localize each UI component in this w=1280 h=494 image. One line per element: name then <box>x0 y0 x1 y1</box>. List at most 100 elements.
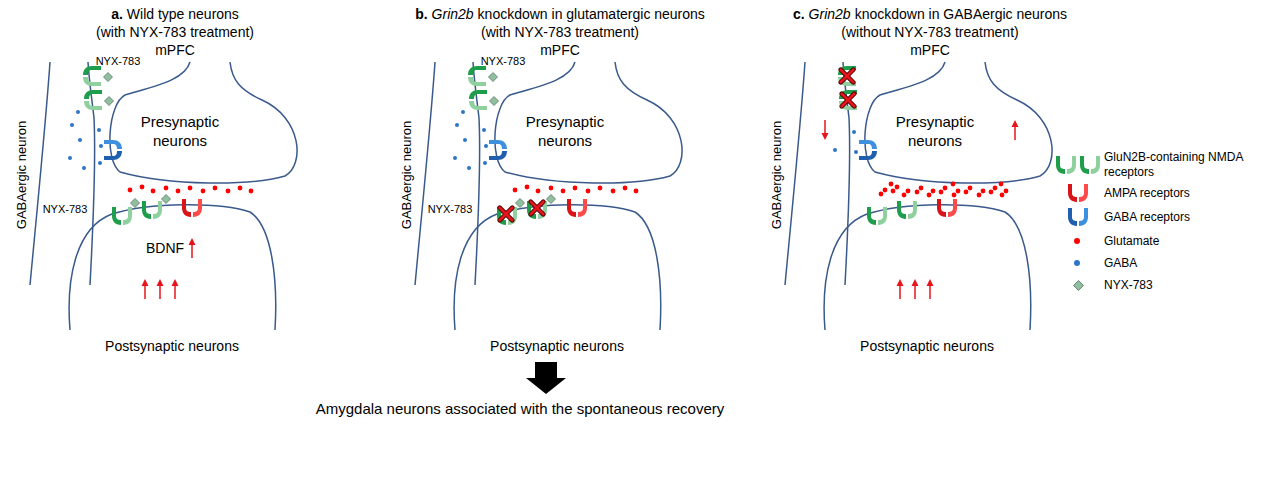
label-text: Wild type neurons <box>127 6 239 24</box>
text-row: (with NYX-783 treatment) <box>481 24 639 42</box>
illustration-part <box>833 130 858 154</box>
panel-c-drawing <box>785 62 1052 330</box>
text-row: c.Grin2bknockdown in GABAergic neurons <box>793 6 1067 24</box>
neuron-label: Postsynaptic neurons <box>105 338 239 354</box>
illustration-part <box>1012 120 1019 140</box>
neuron-node: Postsynaptic neurons <box>860 338 994 356</box>
neuron-node: GABAergic neuron <box>399 121 415 229</box>
illustration-part <box>833 148 837 152</box>
text-row: a.Wild type neurons <box>111 6 239 24</box>
label-text: mPFC <box>910 42 950 60</box>
label-text: mPFC <box>540 42 580 60</box>
legend-text: Glutamate <box>1104 234 1276 249</box>
label-text: a. <box>111 6 123 24</box>
text-row: NYX-783 <box>428 203 473 217</box>
panel-b-drawing <box>415 62 682 330</box>
neuron-label: Presynaptic neurons <box>526 113 604 149</box>
text-row: NYX-783 <box>481 55 526 69</box>
text-row: Amygdala neurons associated with the spo… <box>316 400 725 419</box>
legend-text: AMPA receptors <box>1104 186 1190 200</box>
label-text: c. <box>793 6 805 24</box>
legend-text: AMPA receptors <box>1104 186 1276 201</box>
illustration-part <box>1068 208 1088 226</box>
label-text: NYX-783 <box>96 55 141 69</box>
label-text: NYX-783 <box>43 203 88 217</box>
legend-text: NYX-783 <box>1104 278 1153 292</box>
illustration-part <box>897 279 934 299</box>
illustration-part <box>999 182 1004 187</box>
illustration-part <box>951 182 956 187</box>
neuron-label: Presynaptic neurons <box>141 113 219 149</box>
legend-text: GABA <box>1104 256 1276 271</box>
illustration-part <box>841 70 854 83</box>
label-text: knockdown in GABAergic neurons <box>855 6 1067 24</box>
illustration-part <box>68 110 103 170</box>
illustration-part <box>822 120 829 140</box>
label-text: Grin2b <box>809 6 851 24</box>
illustration-part <box>889 182 894 187</box>
label-text: Grin2b <box>432 6 474 24</box>
illustration-part <box>453 110 488 170</box>
legend-text: GABA <box>1104 256 1137 270</box>
illustration-part <box>854 150 858 154</box>
illustration-part <box>1068 184 1088 202</box>
neuron-label: Postsynaptic neurons <box>490 338 624 354</box>
neuron-label: Presynaptic neurons <box>896 113 974 149</box>
legend-text: GABA receptors <box>1104 210 1276 225</box>
neuron-node: Presynaptic neurons <box>125 113 235 151</box>
label-text: NYX-783 <box>428 203 473 217</box>
illustration-part <box>500 208 513 221</box>
text-row: mPFC <box>910 42 950 60</box>
illustration-part <box>415 62 682 330</box>
neuron-label: GABAergic neuron <box>399 121 414 229</box>
neuron-node: Postsynaptic neurons <box>105 338 239 356</box>
legend-swatch <box>1074 260 1080 266</box>
panel-a-drawing <box>30 62 297 330</box>
legend-icons <box>1056 156 1100 290</box>
illustration-part <box>879 189 1005 198</box>
illustration-part <box>189 238 196 258</box>
illustration-part <box>852 130 856 134</box>
neuron-node: Presynaptic neurons <box>510 113 620 151</box>
illustration-part <box>30 62 297 330</box>
illustration-part <box>142 279 179 299</box>
text-row: NYX-783 <box>96 55 141 69</box>
text-row: BDNF <box>146 240 184 258</box>
illustration-part <box>1080 156 1100 174</box>
text-row: NYX-783 <box>43 203 88 217</box>
text-row: (without NYX-783 treatment) <box>841 24 1018 42</box>
illustration-part <box>1074 281 1084 291</box>
neuron-label: GABAergic neuron <box>14 121 29 229</box>
legend-text: GluN2B-containing NMDA receptors <box>1104 150 1243 179</box>
text-row: mPFC <box>155 42 195 60</box>
illustration-part <box>785 62 1052 330</box>
text-row: b. Grin2bknockdown in glutamatergic neuro… <box>415 6 705 24</box>
neuron-node: Presynaptic neurons <box>880 113 990 151</box>
text-row: mPFC <box>540 42 580 60</box>
neuron-label: Postsynaptic neurons <box>860 338 994 354</box>
label-text: mPFC <box>155 42 195 60</box>
label-text: knockdown in glutamatergic neurons <box>478 6 705 24</box>
illustration-part <box>513 185 639 194</box>
illustration-part <box>889 182 1004 187</box>
label-text: (without NYX-783 treatment) <box>841 24 1018 42</box>
illustration-part <box>822 120 829 140</box>
text-row: (with NYX-783 treatment) <box>96 24 254 42</box>
big-arrow <box>526 362 566 394</box>
label-text: (with NYX-783 treatment) <box>96 24 254 42</box>
legend-text: GluN2B-containing NMDA receptors <box>1104 150 1276 180</box>
label-text: BDNF <box>146 240 184 258</box>
neuron-node: Postsynaptic neurons <box>490 338 624 356</box>
legend-swatch <box>1074 238 1080 244</box>
label-text: b. <box>415 6 427 24</box>
neuron-node: GABAergic neuron <box>14 121 30 229</box>
label-text: NYX-783 <box>481 55 526 69</box>
label-text: Amygdala neurons associated with the spo… <box>316 400 725 419</box>
neuron-label: GABAergic neuron <box>769 121 784 229</box>
legend-text: Glutamate <box>1104 234 1159 248</box>
neuron-node: GABAergic neuron <box>769 121 785 229</box>
illustration-part <box>531 202 544 215</box>
illustration-part <box>1056 156 1076 174</box>
